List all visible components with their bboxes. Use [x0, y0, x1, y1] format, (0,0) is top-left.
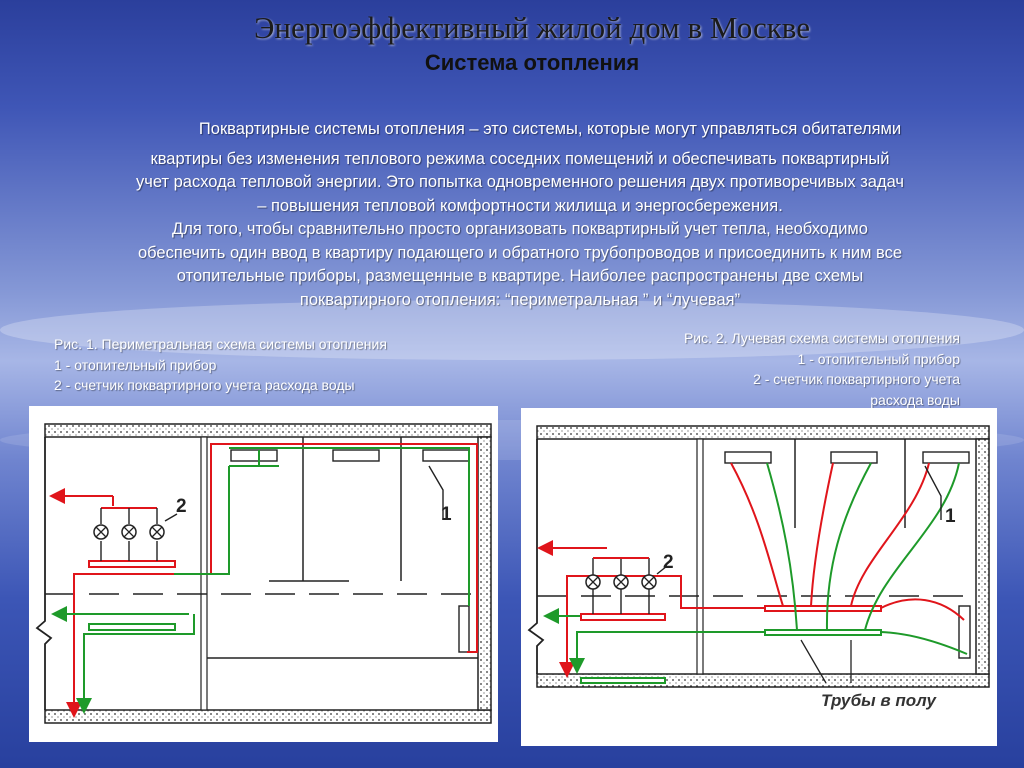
floor-pipes-label: Трубы в полу — [821, 691, 937, 710]
figure2-svg: 2 1 Трубы в полу — [527, 425, 990, 710]
radiator-icon — [422, 449, 470, 462]
water-meter-icon — [93, 524, 109, 540]
right-wall — [477, 436, 492, 711]
return-pipe — [864, 462, 960, 631]
paragraph-line: Для того, чтобы сравнительно просто орга… — [172, 220, 868, 238]
figure1-legend-item: 2 - счетчик поквартирного учета расхода … — [54, 377, 355, 393]
supply-pipe — [850, 462, 930, 607]
background-wave — [0, 300, 1024, 360]
water-meter-icon — [121, 524, 137, 540]
return-manifold — [764, 629, 882, 636]
water-meter-icon — [149, 524, 165, 540]
bottom-wall — [44, 709, 492, 724]
slide-subtitle: Система отопления — [424, 50, 640, 75]
supply-pipe — [73, 443, 478, 698]
supply-pipe — [730, 462, 784, 607]
radiator-icon — [922, 451, 970, 464]
return-pipe — [880, 631, 968, 655]
return-pipe — [825, 462, 872, 631]
supply-manifold — [764, 605, 882, 612]
radiator-label: 1 — [945, 506, 956, 527]
return-pipe — [83, 614, 195, 698]
radiator-label: 1 — [441, 504, 452, 525]
radiator-icon — [958, 605, 971, 659]
supply-pipe — [566, 575, 765, 648]
supply-pipe — [880, 598, 965, 621]
figure2-caption-title: Рис. 2. Лучевая схема системы отопления — [683, 330, 960, 346]
figure1-caption: Рис. 1. Периметральная схема системы ото… — [54, 334, 494, 396]
return-pipe — [576, 631, 765, 648]
radiator-icon — [332, 449, 380, 462]
figure2-legend-item: расхода воды — [870, 391, 960, 408]
supply-pipe — [810, 462, 834, 607]
paragraph-line: квартиры без изменения теплового режима … — [150, 149, 890, 168]
left-wall-break — [527, 439, 545, 674]
figure1-svg: 2 1 — [35, 423, 492, 724]
right-wall — [975, 438, 990, 675]
meter-manifold — [580, 613, 666, 621]
meter-label: 2 — [663, 552, 674, 573]
return-pipe — [766, 462, 798, 631]
figure1-caption-title: Периметральная схема системы отопления — [97, 336, 387, 352]
paragraph-line: отопительные приборы, размещенные в квар… — [176, 267, 864, 285]
radiator-icon — [458, 605, 470, 653]
meter-return — [580, 677, 666, 684]
radiator-icon — [724, 451, 772, 464]
left-wall-break — [35, 437, 53, 710]
water-meter-icon — [585, 574, 601, 590]
paragraph-line: Поквартирные системы отопления – это сис… — [198, 120, 902, 138]
water-meter-icon — [613, 574, 629, 590]
return-pipe — [174, 447, 470, 606]
water-meter-icon — [641, 574, 657, 590]
figure2-legend-item: 1 - отопительный прибор — [797, 350, 960, 367]
figure1-legend-item: 1 - отопительный прибор — [54, 356, 217, 373]
paragraph-line: обеспечить один ввод в квартиру подающег… — [137, 243, 903, 262]
top-wall — [536, 425, 990, 440]
paragraph-line: учет расхода тепловой энергии. Это попыт… — [135, 173, 905, 191]
supply-manifold — [88, 560, 176, 568]
paragraph-line: поквартирного отопления: “периметральная… — [299, 290, 741, 309]
intro-paragraph: Поквартирные системы отопления – это сис… — [60, 118, 980, 312]
paragraph-line: – повышения тепловой комфортности жилища… — [257, 196, 783, 215]
figure1-caption-prefix: Рис. 1. — [54, 336, 98, 352]
radiator-icon — [230, 449, 278, 462]
meter-label: 2 — [176, 496, 187, 517]
slide-title: Энергоэффективный жилой дом в Москве — [253, 10, 811, 45]
partition-wall — [696, 438, 704, 675]
figure2-caption: Рис. 2. Лучевая схема системы отопления … — [560, 328, 960, 410]
top-wall — [44, 423, 492, 438]
radiator-icon — [830, 451, 878, 464]
figure1-diagram: 2 1 — [29, 406, 498, 742]
return-manifold — [88, 623, 176, 631]
figure2-legend-item: 2 - счетчик поквартирного учета — [753, 371, 960, 387]
figure2-diagram: 2 1 Трубы в полу — [521, 408, 997, 746]
